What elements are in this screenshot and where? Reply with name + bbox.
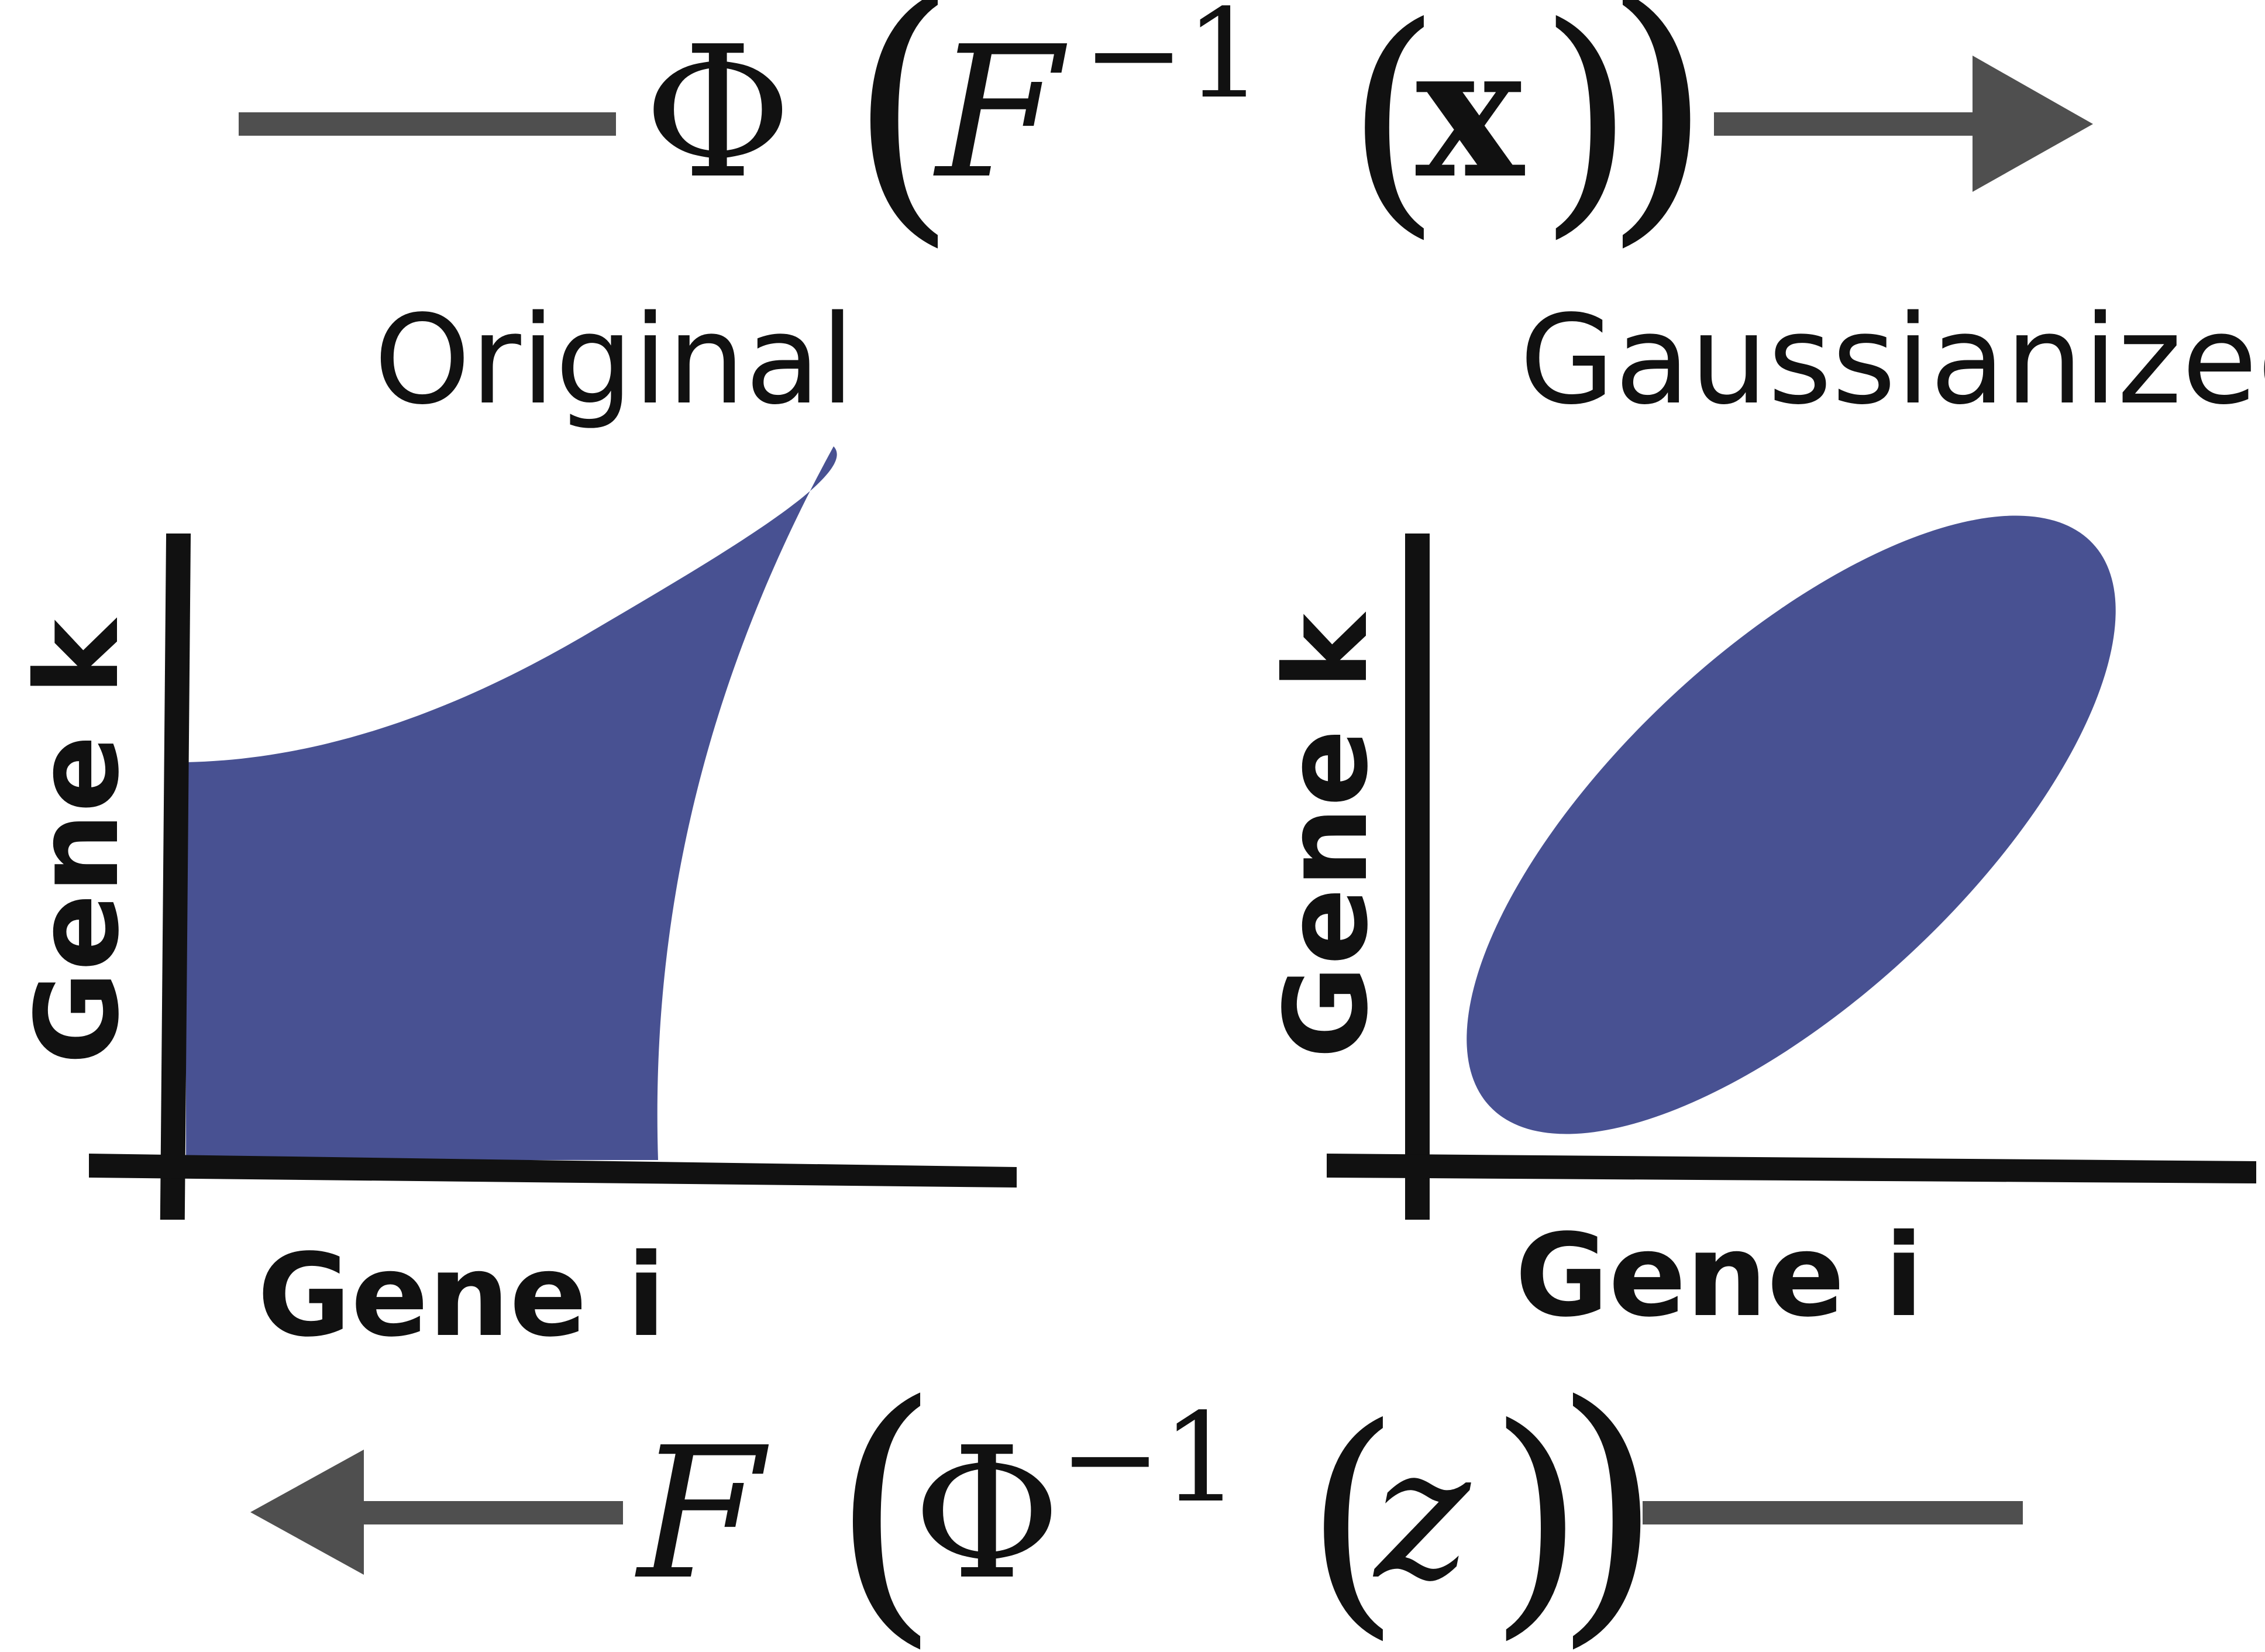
forward-formula: Φ ( F −1 ( x ) )	[643, 0, 1712, 271]
inverse-superscript: −1	[1059, 1386, 1240, 1530]
inverse-open-paren-inner: (	[1304, 1375, 1400, 1652]
inverse-close-paren-inner: )	[1489, 1375, 1585, 1652]
forward-close-paren-outer: )	[1603, 0, 1712, 271]
original-panel: Gene i Gene k	[11, 446, 1017, 1362]
inverse-transform: F ( Φ −1 ( z ) )	[250, 1345, 2023, 1652]
forward-variable: x	[1416, 6, 1526, 219]
forward-superscript: −1	[1082, 0, 1264, 126]
inverse-arrow-shaft	[357, 1501, 623, 1524]
original-x-label: Gene i	[257, 1229, 666, 1362]
forward-inner-func: F	[933, 8, 1069, 219]
original-x-axis	[89, 1154, 1017, 1188]
inverse-open-paren-outer: (	[831, 1345, 940, 1652]
gaussianized-title: Gaussianized	[1520, 288, 2265, 432]
original-title: Original	[374, 288, 855, 432]
forward-arrow-tail	[239, 112, 616, 136]
inverse-variable: z	[1372, 1409, 1474, 1620]
forward-arrow-shaft	[1714, 112, 1983, 136]
inverse-arrowhead-icon	[250, 1450, 364, 1575]
inverse-arrow	[250, 1450, 623, 1575]
inverse-outer-func: F	[635, 1409, 771, 1620]
gaussianized-y-axis	[1405, 534, 1430, 1220]
inverse-arrow-tail	[1643, 1501, 2023, 1524]
gaussianized-density-ellipse	[1467, 515, 2116, 1134]
original-y-axis	[160, 534, 191, 1220]
forward-arrowhead-icon	[1973, 56, 2093, 192]
forward-open-paren-outer: (	[848, 0, 958, 271]
gaussianized-x-axis	[1327, 1154, 2256, 1183]
forward-outer-func: Φ	[643, 8, 792, 219]
forward-open-paren-inner: (	[1345, 0, 1441, 260]
inverse-formula: F ( Φ −1 ( z ) )	[635, 1345, 1662, 1652]
inverse-close-paren-outer: )	[1553, 1345, 1662, 1652]
inverse-inner-func: Φ	[913, 1409, 1061, 1620]
gaussianized-x-label: Gene i	[1515, 1209, 1923, 1342]
gaussianized-y-label: Gene k	[1260, 611, 1393, 1059]
forward-close-paren-inner: )	[1538, 0, 1634, 260]
original-density-shape	[186, 446, 837, 1160]
gaussianized-panel: Gene i Gene k	[1260, 515, 2256, 1342]
original-y-label: Gene k	[11, 617, 144, 1065]
forward-arrow	[1714, 56, 2093, 192]
forward-transform: Φ ( F −1 ( x ) )	[239, 0, 2093, 271]
